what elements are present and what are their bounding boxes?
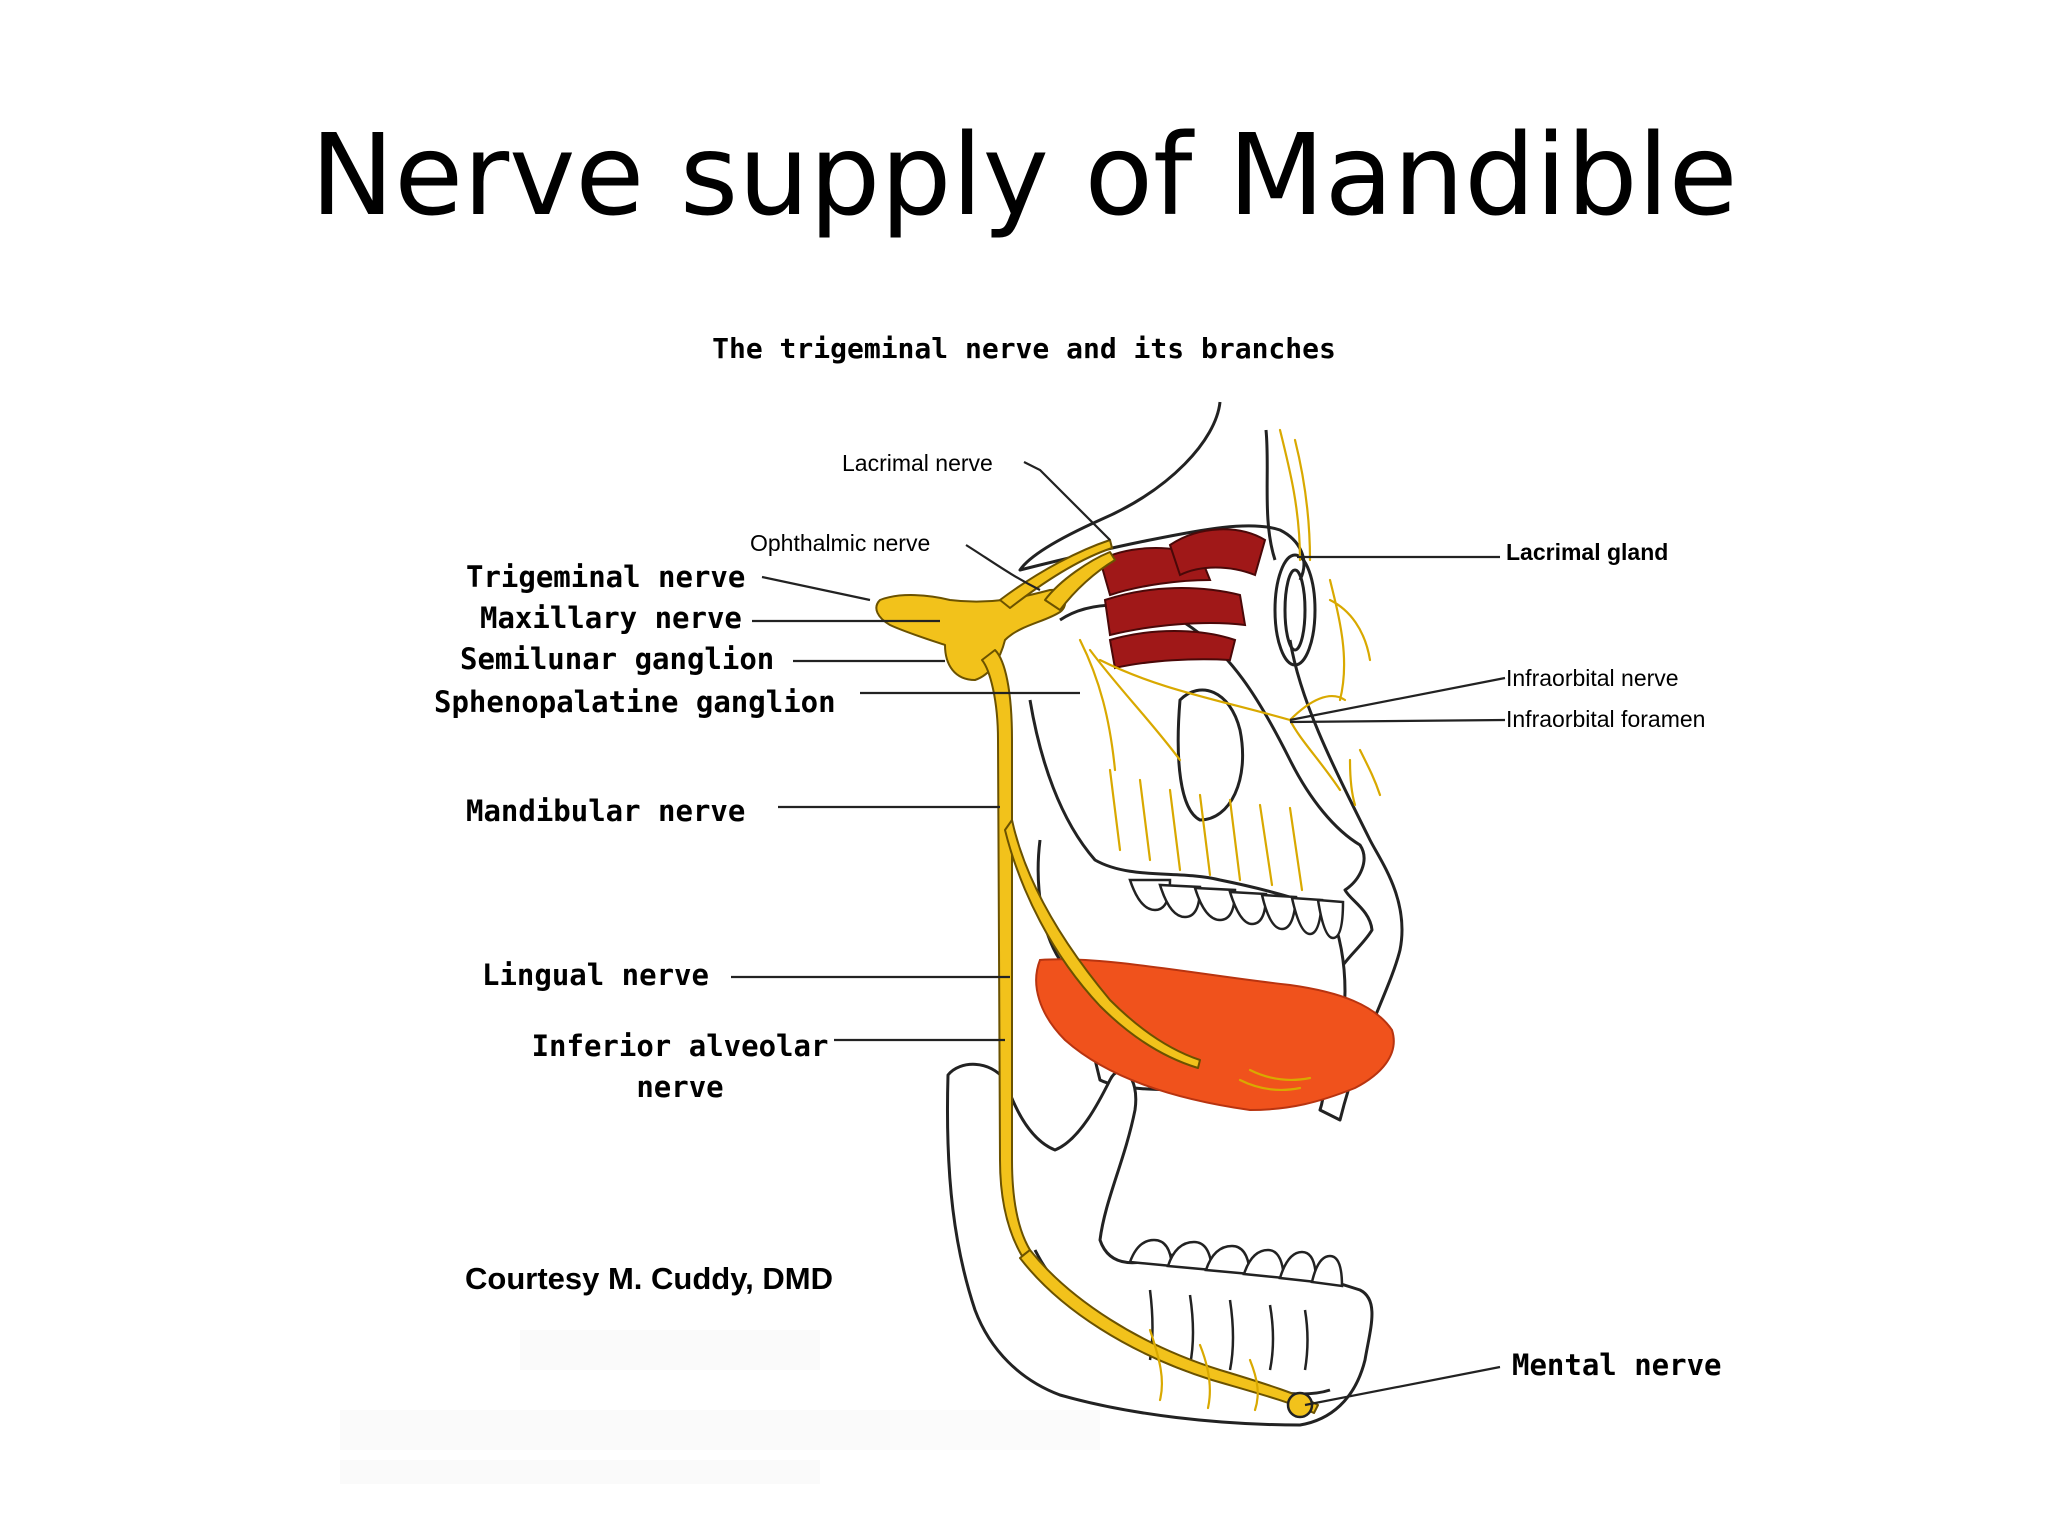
label-lingual-nerve: Lingual nerve: [482, 958, 709, 992]
figure-title: The trigeminal nerve and its branches: [712, 332, 1336, 365]
nerve-branches: [1078, 428, 1382, 1412]
label-semilunar-ganglion: Semilunar ganglion: [460, 642, 775, 676]
label-trigeminal-nerve: Trigeminal nerve: [466, 560, 746, 594]
label-sphenopalatine-ganglion: Sphenopalatine ganglion: [434, 685, 836, 719]
mental-foramen: [1286, 1391, 1314, 1419]
orbital-muscles: [1098, 528, 1267, 670]
leader-lines: [731, 461, 1506, 1407]
label-infraorbital-foramen: Infraorbital foramen: [1506, 706, 1706, 732]
label-lacrimal-nerve: Lacrimal nerve: [842, 450, 993, 476]
slide-title: Nerve supply of Mandible: [310, 111, 1738, 241]
label-inferior-alveolar: Inferior alveolar nerve: [530, 1032, 830, 1102]
scan-artifacts: [340, 1330, 1100, 1484]
label-inferior-alveolar-line1: Inferior alveolar: [531, 1029, 829, 1063]
trigeminal-nerves: [875, 539, 1319, 1414]
tongue-shape: [1035, 958, 1395, 1112]
label-maxillary-nerve: Maxillary nerve: [480, 601, 742, 635]
label-inferior-alveolar-line2: nerve: [636, 1070, 724, 1104]
label-mental-nerve: Mental nerve: [1512, 1348, 1722, 1382]
label-mandibular-nerve: Mandibular nerve: [466, 794, 746, 828]
lower-teeth: [1128, 1238, 1344, 1371]
figure-credit: Courtesy M. Cuddy, DMD: [465, 1261, 833, 1296]
label-infraorbital-nerve: Infraorbital nerve: [1506, 665, 1679, 691]
label-lacrimal-gland: Lacrimal gland: [1506, 539, 1669, 565]
upper-teeth: [1128, 878, 1345, 940]
label-ophthalmic-nerve: Ophthalmic nerve: [750, 530, 931, 556]
